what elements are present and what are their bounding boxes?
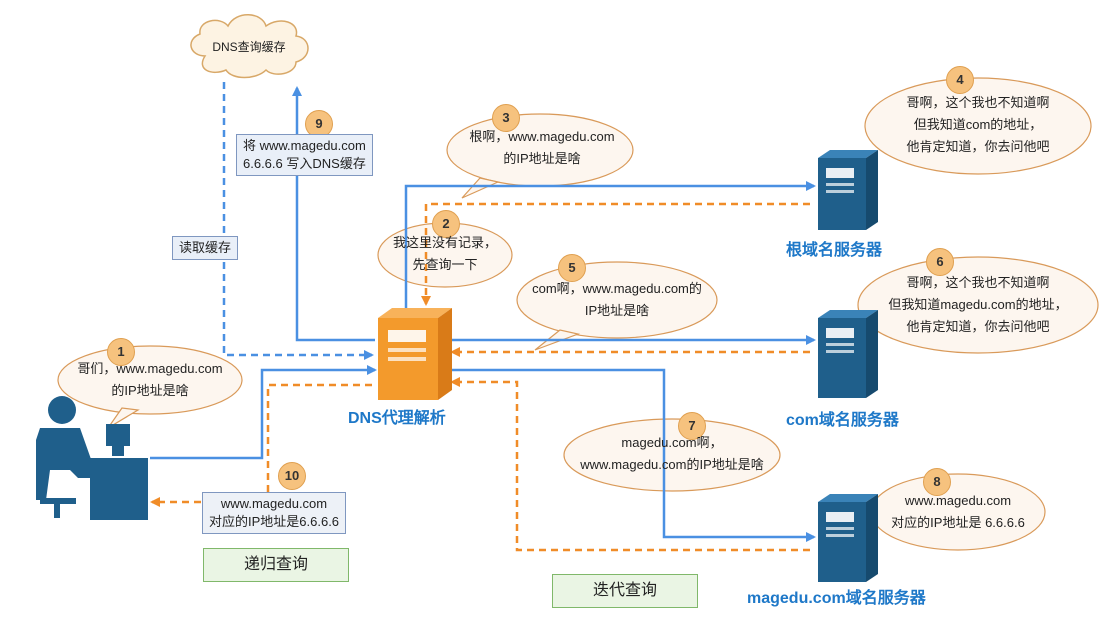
step-badge-4: 4 [946, 66, 974, 94]
step-badge-6: 6 [926, 248, 954, 276]
step-6-line-2: 但我知道magedu.com的地址， [888, 297, 1068, 312]
step-badge-1: 1 [107, 338, 135, 366]
step-6-line-1: 哥啊，这个我也不知道啊 [906, 275, 1050, 290]
root-server-icon [818, 150, 878, 230]
magedu-server-label: magedu.com域名服务器 [747, 590, 926, 607]
step-10-box: www.magedu.com 对应的IP地址是6.6.6.6 [202, 492, 347, 534]
magedu-server-icon [818, 494, 878, 582]
bubble-step-1 [57, 345, 243, 429]
step-7-text: magedu.com啊， www.magedu.com的IP地址是啥 [566, 432, 778, 476]
step-3-line-2: 的IP地址是啥 [503, 151, 581, 166]
arrow-proxy-to-magedu [448, 368, 816, 542]
cache-cloud [190, 14, 309, 79]
step-7-line-2: www.magedu.com的IP地址是啥 [580, 457, 764, 472]
arrow-read-cache [222, 82, 374, 360]
step-8-line-2: 对应的IP地址是 6.6.6.6 [891, 515, 1025, 530]
step-4-line-1: 哥啊，这个我也不知道啊 [906, 95, 1050, 110]
step-10-line-1: www.magedu.com [220, 496, 328, 511]
client-user-icon [36, 396, 148, 520]
step-9-box: 将 www.magedu.com 6.6.6.6 写入DNS缓存 [236, 134, 373, 176]
iterative-query-label: 迭代查询 [552, 574, 698, 608]
bubble-step-6 [857, 256, 1099, 354]
step-6-text: 哥啊，这个我也不知道啊 但我知道magedu.com的地址， 他肯定知道，你去问… [864, 272, 1092, 338]
step-5-text: com啊，www.magedu.com的 IP地址是啥 [517, 278, 717, 322]
step-4-line-2: 但我知道com的地址， [913, 117, 1043, 132]
root-server-label: 根域名服务器 [786, 242, 883, 259]
read-cache-label: 读取缓存 [172, 236, 239, 260]
arrow-client-to-proxy [150, 365, 377, 460]
recursive-query-label: 递归查询 [203, 548, 349, 582]
step-6-line-3: 他肯定知道，你去问他吧 [906, 319, 1050, 334]
arrow-magedu-reply [450, 377, 810, 552]
step-2-text: 我这里没有记录， 先查询一下 [380, 232, 510, 276]
step-9-line-2: 6.6.6.6 写入DNS缓存 [243, 156, 366, 171]
step-8-text: www.magedu.com 对应的IP地址是 6.6.6.6 [874, 490, 1042, 534]
proxy-label: DNS代理解析 [348, 410, 446, 427]
step-1-line-1: 哥们，www.magedu.com [77, 361, 223, 376]
step-7-line-1: magedu.com啊， [621, 435, 723, 450]
step-4-text: 哥啊，这个我也不知道啊 但我知道com的地址， 他肯定知道，你去问他吧 [870, 92, 1086, 158]
step-badge-7: 7 [678, 412, 706, 440]
step-badge-5: 5 [558, 254, 586, 282]
step-5-line-2: IP地址是啥 [584, 303, 650, 318]
step-3-text: 根啊，www.magedu.com 的IP地址是啥 [452, 126, 632, 170]
step-badge-10: 10 [278, 462, 306, 490]
step-badge-2: 2 [432, 210, 460, 238]
com-server-icon [818, 310, 878, 398]
step-9-line-1: 将 www.magedu.com [243, 138, 366, 153]
step-1-text: 哥们，www.magedu.com 的IP地址是啥 [60, 358, 240, 402]
step-badge-8: 8 [923, 468, 951, 496]
step-3-line-1: 根啊，www.magedu.com [469, 129, 615, 144]
cache-cloud-label: DNS查询缓存 [212, 40, 286, 54]
step-8-line-1: www.magedu.com [904, 493, 1012, 508]
step-badge-9: 9 [305, 110, 333, 138]
step-1-line-2: 的IP地址是啥 [111, 383, 189, 398]
step-2-line-1: 我这里没有记录， [392, 235, 497, 250]
arrow-root-reply [421, 202, 810, 306]
proxy-server-icon [378, 308, 452, 400]
step-5-line-1: com啊，www.magedu.com的 [532, 281, 702, 296]
step-2-line-2: 先查询一下 [412, 257, 478, 272]
bubble-step-7 [563, 418, 781, 492]
arrow-proxy-to-root [404, 181, 816, 315]
step-4-line-3: 他肯定知道，你去问他吧 [906, 139, 1050, 154]
step-badge-3: 3 [492, 104, 520, 132]
com-server-label: com域名服务器 [786, 412, 899, 429]
bubble-step-4 [864, 77, 1092, 175]
step-10-line-2: 对应的IP地址是6.6.6.6 [209, 514, 340, 529]
